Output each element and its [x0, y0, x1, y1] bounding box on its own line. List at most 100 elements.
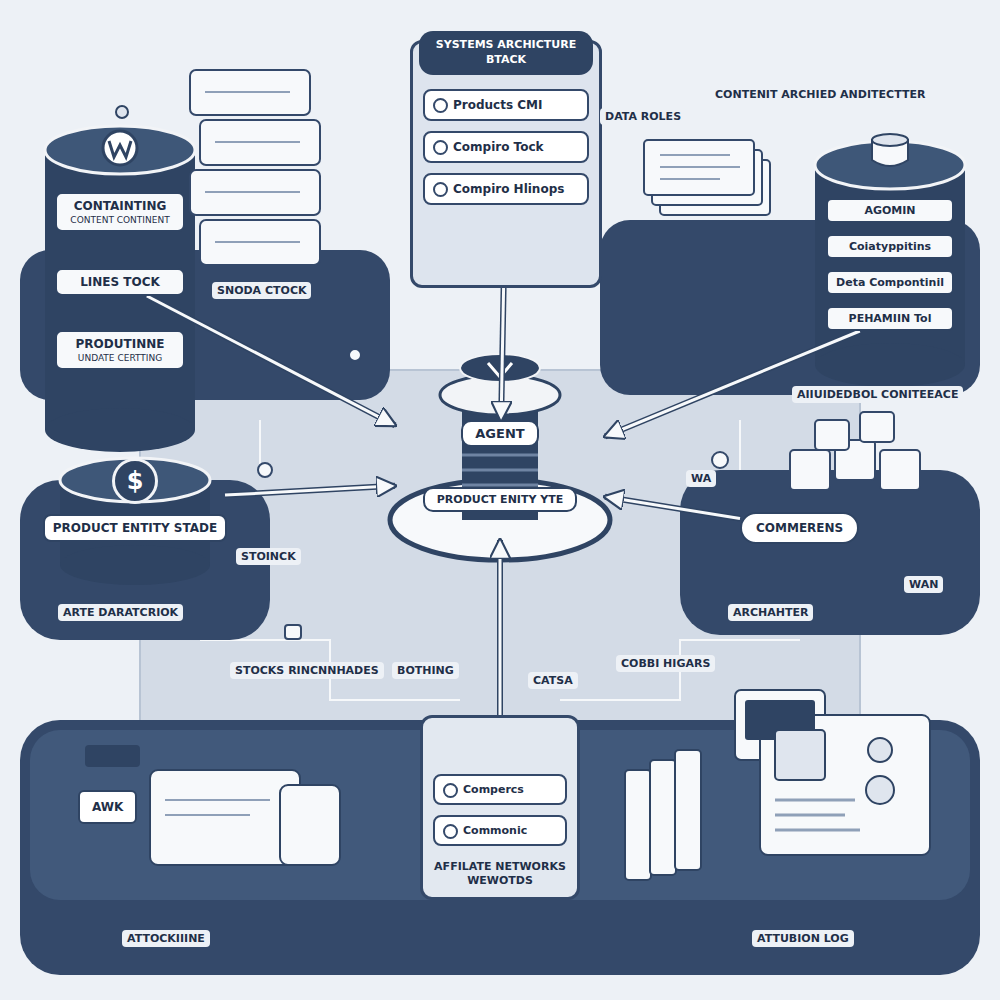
illustration-line: [215, 241, 300, 243]
illustration-line: [165, 814, 250, 816]
illustration-rect: [644, 140, 754, 195]
illustration-g: [205, 92, 300, 242]
illustration-ellipse: [815, 343, 965, 387]
node-text: UNDATE CERTTING: [65, 353, 175, 363]
illustration-rect: [200, 220, 320, 265]
menu-button: Compiro Hlinops: [423, 173, 589, 205]
flow-arrow-outline: [605, 497, 740, 519]
illustration-rect: [190, 170, 320, 215]
cylinder-band: PRODUTINNE UNDATE CERTTING: [55, 330, 185, 370]
area-label: ARTE DARATCRIOK: [58, 604, 183, 621]
flow-arrow: [605, 497, 740, 519]
illustration-path: [739, 420, 741, 470]
illustration-line: [660, 178, 720, 180]
area-label: CATSA: [528, 672, 578, 689]
area-label: ARCHAHTER: [728, 604, 813, 621]
illustration-rect: [760, 715, 930, 855]
illustration-circle: [866, 776, 894, 804]
menu-button: Commonic: [433, 815, 567, 846]
commerce-box: COMMERENS: [740, 512, 859, 544]
area-label: SNODA CTOCK: [212, 282, 311, 299]
cylinder-band: LINES TOCK: [55, 268, 185, 296]
cylinder-band: PEHAMIIN Tol: [826, 306, 954, 331]
node-text: $: [112, 458, 158, 504]
affiliate-panel: AFFILATE NETWORKS WEWOTDSCompercsCommoni…: [420, 715, 580, 900]
node-text: COMMERENS: [756, 521, 843, 535]
node-text: Coiatyppitins: [834, 240, 946, 253]
area-label: BOTHING: [392, 662, 459, 679]
menu-button: Compiro Tock: [423, 131, 589, 163]
node-text: AFFILATE NETWORKS WEWOTDS: [433, 860, 567, 889]
illustration-line: [775, 829, 860, 832]
illustration-polyline: [109, 141, 131, 157]
flow-arrow-outline: [605, 331, 860, 437]
illustration-ellipse: [45, 126, 195, 174]
illustration-g: [462, 455, 538, 485]
area-label: AIIUIDEDBOL CONITEEACE: [792, 386, 963, 403]
illustration-rect: [280, 785, 340, 865]
illustration-rect: [20, 480, 270, 640]
illustration-g: [625, 690, 930, 880]
illustration-line: [215, 141, 300, 143]
illustration-path: [259, 420, 261, 470]
illustration-path: [200, 640, 460, 700]
illustration-rect: [625, 770, 651, 880]
connector-group: [147, 288, 860, 715]
agent-hub: AGENT PRODUCT ENITY YTE: [395, 420, 605, 540]
illustration-g: [165, 800, 270, 815]
node-text: AGOMIN: [834, 204, 946, 217]
illustration-line: [775, 814, 845, 817]
area-label: COBBI HIGARS: [616, 655, 715, 672]
flow-arrow: [605, 331, 860, 437]
entity-store: $PRODUCT ENTITY STADE: [45, 458, 225, 542]
illustration-rect: [880, 450, 920, 490]
illustration-rect: [45, 150, 195, 430]
cylinder-band: Coiatyppitins: [826, 234, 954, 259]
flow-arrow: [225, 486, 395, 495]
illustration-ellipse: [45, 408, 195, 452]
illustration-line: [165, 799, 270, 801]
illustration-circle: [349, 349, 361, 361]
node-text: Commonic: [463, 824, 557, 837]
illustration-rect: [285, 625, 301, 639]
illustration-rect: [200, 120, 320, 165]
node-text: Products CMI: [453, 98, 579, 112]
illustration-g: [775, 800, 860, 830]
illustration-circle: [712, 452, 728, 468]
node-text: PRODUTINNE: [65, 337, 175, 351]
node-text: CONTENT CONTINENT: [65, 215, 175, 225]
illustration-g: [660, 155, 740, 179]
illustration-line: [775, 799, 855, 802]
flow-arrow-outline: [501, 288, 504, 420]
illustration-rect: [775, 730, 825, 780]
area-label: ATTOCKIIINE: [122, 930, 210, 947]
illustration-ellipse: [815, 141, 965, 189]
illustration-rect: [600, 220, 980, 395]
flow-arrow-outline: [225, 486, 395, 495]
area-label: CONTENIT ARCHIED ANDITECTTER: [710, 86, 930, 103]
stack-panel: SYSTEMS ARCHICTURE BTACKProducts CMIComp…: [410, 40, 602, 288]
illustration-rect: [650, 760, 676, 875]
area-label: STOCKS RINCNNHADES: [230, 662, 384, 679]
node-text: AGENT: [461, 420, 538, 447]
illustration-circle: [116, 106, 128, 118]
illustration-rect: [815, 420, 849, 450]
node-text: PRODUCT ENITY YTE: [423, 487, 577, 512]
illustration-ellipse: [60, 545, 210, 585]
cylinder-band: AGOMIN: [826, 198, 954, 223]
node-text: Deta Compontinil: [834, 276, 946, 289]
illustration-g: [644, 140, 770, 215]
area-label: WA: [686, 470, 716, 487]
storage-box: AWK: [78, 790, 137, 824]
illustration-g: [775, 730, 894, 804]
node-text: SYSTEMS ARCHICTURE BTACK: [419, 31, 593, 75]
flow-arrow: [499, 540, 502, 715]
cylinder-band: CONTAINTING CONTENT CONTINENT: [55, 192, 185, 232]
node-text: Compiro Tock: [453, 140, 579, 154]
illustration-line: [660, 154, 730, 156]
illustration-rect: [815, 165, 965, 365]
node-text: CONTAINTING: [65, 199, 175, 213]
node-text: AWK: [92, 800, 123, 814]
node-text: LINES TOCK: [65, 275, 175, 289]
illustration-rect: [675, 750, 701, 870]
